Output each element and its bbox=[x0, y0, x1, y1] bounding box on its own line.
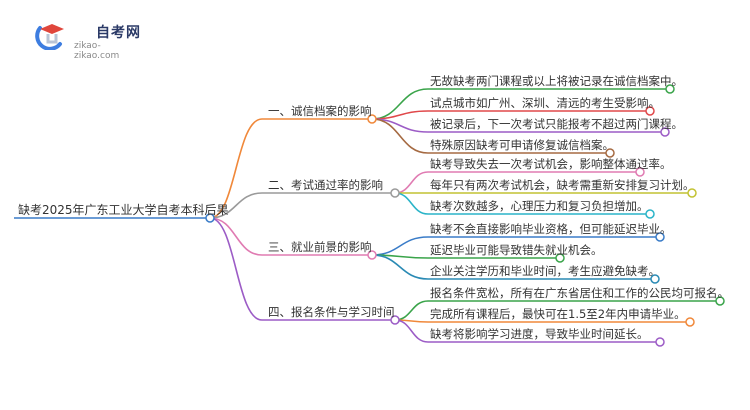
branch-node bbox=[367, 114, 377, 124]
leaf-label: 缺考不会直接影响毕业资格，但可能延迟毕业。 bbox=[430, 222, 672, 236]
leaf-end-node bbox=[555, 253, 565, 263]
leaf-label: 缺考次数越多，心理压力和复习负担增加。 bbox=[430, 199, 649, 213]
root-to-branch-connector bbox=[209, 217, 263, 321]
leaf-label: 试点城市如广州、深圳、清远的考生受影响。 bbox=[430, 96, 660, 110]
leaf-end-node bbox=[645, 209, 655, 219]
branch-to-leaf-connector bbox=[371, 254, 429, 280]
root-to-branch-connector bbox=[209, 192, 263, 219]
root-to-branch-connector bbox=[209, 217, 263, 256]
branch-to-leaf-connector bbox=[394, 171, 429, 194]
root-to-branch-connector bbox=[209, 118, 263, 219]
leaf-end-node bbox=[715, 296, 725, 306]
leaf-label: 完成所有课程后，最快可在1.5至2年内申请毕业。 bbox=[430, 307, 686, 321]
branch-label-passrate: 二、考试通过率的影响 bbox=[268, 178, 383, 192]
leaf-end-node bbox=[655, 232, 665, 242]
leaf-end-node bbox=[635, 167, 645, 177]
leaf-end-node bbox=[655, 337, 665, 347]
leaf-label: 延迟毕业可能导致错失就业机会。 bbox=[430, 243, 603, 257]
branch-label-integrity: 一、诚信档案的影响 bbox=[268, 104, 372, 118]
site-logo[interactable]: 自考网 zikao-zikao.com bbox=[34, 18, 144, 61]
logo-mark-icon bbox=[35, 24, 64, 50]
leaf-label: 被记录后，下一次考试只能报考不超过两门课程。 bbox=[430, 117, 683, 131]
leaf-end-node bbox=[605, 148, 615, 158]
branch-label-registration: 四、报名条件与学习时间 bbox=[268, 305, 395, 319]
branch-to-leaf-connector bbox=[394, 319, 429, 343]
leaf-label: 每年只有两次考试机会，缺考需重新安排复习计划。 bbox=[430, 178, 695, 192]
root-node-label: 缺考2025年广东工业大学自考本科后果 bbox=[18, 203, 229, 217]
leaf-end-node bbox=[665, 84, 675, 94]
branch-to-leaf-connector bbox=[371, 236, 429, 256]
leaf-end-node bbox=[645, 106, 655, 116]
root-node bbox=[205, 213, 215, 223]
branch-node bbox=[390, 315, 400, 325]
logo-name: 自考网 bbox=[96, 25, 141, 41]
leaf-label: 企业关注学历和毕业时间，考生应避免缺考。 bbox=[430, 264, 660, 278]
branch-to-leaf-connector bbox=[394, 192, 429, 215]
branch-to-leaf-connector bbox=[371, 118, 429, 154]
leaf-end-node bbox=[660, 127, 670, 137]
branch-label-employment: 三、就业前景的影响 bbox=[268, 240, 372, 254]
leaf-label: 无故缺考两门课程或以上将被记录在诚信档案中。 bbox=[430, 74, 683, 88]
branch-node bbox=[367, 250, 377, 260]
connector-lines bbox=[14, 88, 720, 343]
leaf-label: 特殊原因缺考可申请修复诚信档案。 bbox=[430, 138, 614, 152]
leaf-end-node bbox=[685, 317, 695, 327]
leaf-label: 缺考将影响学习进度，导致毕业时间延长。 bbox=[430, 327, 649, 341]
branch-node bbox=[390, 188, 400, 198]
branch-to-leaf-connector bbox=[394, 300, 429, 321]
logo-url: zikao-zikao.com bbox=[74, 41, 120, 61]
connector-nodes bbox=[205, 84, 725, 347]
leaf-end-node bbox=[687, 188, 697, 198]
leaf-label: 缺考导致失去一次考试机会，影响整体通过率。 bbox=[430, 157, 672, 171]
leaf-end-node bbox=[650, 274, 660, 284]
leaf-label: 报名条件宽松，所有在广东省居住和工作的公民均可报名。 bbox=[430, 286, 729, 300]
